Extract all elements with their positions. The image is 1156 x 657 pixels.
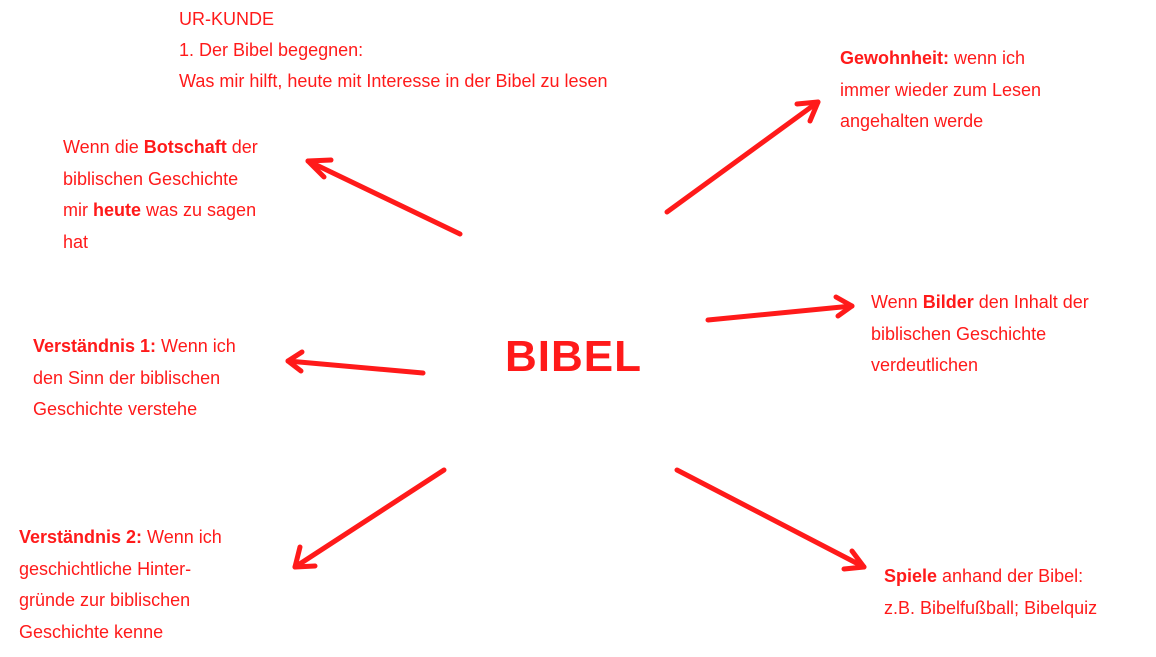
header: UR-KUNDE 1. Der Bibel begegnen: Was mir … [179,4,608,97]
keyword-botschaft: Botschaft [143,137,227,157]
node-spiele: Spiele anhand der Bibel: z.B. Bibelfußba… [884,566,1098,618]
arrow-spiele-icon [674,467,867,572]
arrow-botschaft-icon [305,157,463,237]
keyword-bilder: Bilder [922,292,974,312]
center-label: BIBEL [505,332,642,381]
header-question: Was mir hilft, heute mit Interesse in de… [179,71,608,91]
keyword-verstaendnis2: Verständnis 2: [19,527,143,547]
keyword-heute: heute [93,200,142,220]
node-bilder: Wenn Bilder den Inhalt der biblischen Ge… [871,292,1089,375]
node-verstaendnis2: Verständnis 2: Wenn ich geschichtliche H… [19,527,222,642]
node-gewohnheit: Gewohnheit: wenn ich immer wieder zum Le… [840,48,1042,131]
header-subtitle: 1. Der Bibel begegnen: [179,40,364,60]
node-verstaendnis1: Verständnis 1: Wenn ich den Sinn der bib… [33,336,236,419]
node-botschaft: Wenn die Botschaft der biblischen Geschi… [63,137,258,252]
keyword-gewohnheit: Gewohnheit: [840,48,949,68]
arrow-verstaendnis2-icon [292,467,447,570]
arrow-verstaendnis1-icon [285,349,426,376]
header-title: UR-KUNDE [179,9,275,29]
arrow-gewohnheit-icon [664,99,821,215]
keyword-spiele: Spiele [884,566,938,586]
arrow-bilder-icon [705,294,855,323]
keyword-verstaendnis1: Verständnis 1: [33,336,157,356]
